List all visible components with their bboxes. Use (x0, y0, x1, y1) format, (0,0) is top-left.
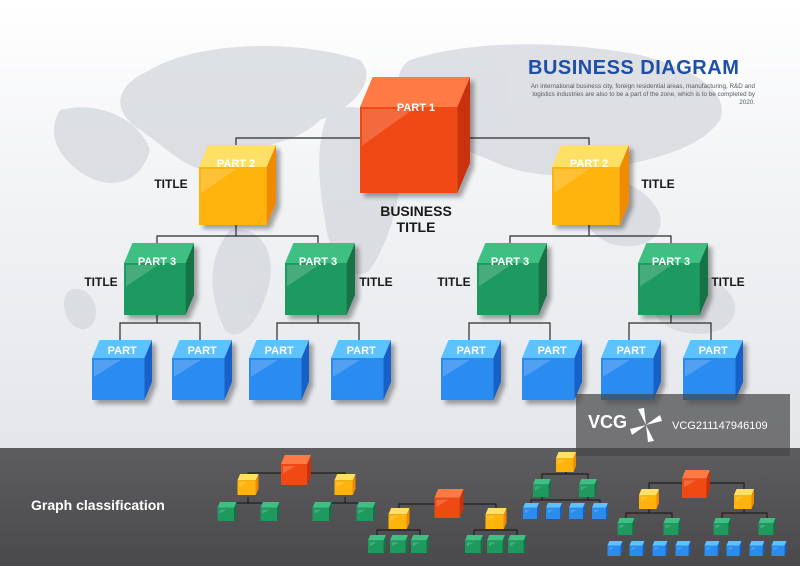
cube-part-3-0 (124, 243, 194, 315)
cube-part-4-label-2: PART (265, 345, 294, 357)
thumb4-l4-0 (607, 541, 623, 556)
thumb2-l3-4 (487, 535, 505, 553)
cube-part-2-label-0: PART 2 (217, 158, 255, 170)
diagram-description: An international business city, foreign … (530, 83, 755, 106)
thumb3-l3-2 (569, 503, 585, 519)
cube-part-4-4 (441, 340, 501, 400)
watermark-flower-icon (630, 408, 662, 442)
cube-part-2-label-1: PART 2 (570, 158, 608, 170)
cube-part-4-label-7: PART (699, 345, 728, 357)
cube-part-4-2 (249, 340, 309, 400)
cube-part-4-7 (683, 340, 743, 400)
side-title-level3-2: TITLE (437, 275, 470, 289)
thumb1-l3-1 (260, 502, 280, 521)
thumb1-l2-a (237, 474, 259, 495)
cube-part-4-3 (331, 340, 391, 400)
thumb2-root (434, 489, 464, 518)
cube-part-3-label-2: PART 3 (491, 256, 529, 268)
thumb4-root (682, 470, 710, 498)
cube-part-4-label-3: PART (347, 345, 376, 357)
thumb1-l3-2 (312, 502, 332, 521)
thumb4-l4-7 (771, 541, 787, 556)
cube-part-4-label-5: PART (538, 345, 567, 357)
side-title-level2-1: TITLE (641, 177, 674, 191)
thumb4-l4-6 (749, 541, 765, 556)
thumb4-l4-2 (652, 541, 668, 556)
cube-part-4-label-4: PART (457, 345, 486, 357)
cube-part-3-label-1: PART 3 (299, 256, 337, 268)
cube-part-3-label-0: PART 3 (138, 256, 176, 268)
thumb1-l3-0 (217, 502, 237, 521)
thumb2-l3-3 (465, 535, 483, 553)
cube-part-4-6 (601, 340, 661, 400)
cube-part-4-label-0: PART (108, 345, 137, 357)
cube-part-2-1 (552, 145, 629, 225)
watermark-logo: VCG (588, 412, 628, 432)
thumb3-root (556, 452, 576, 472)
thumb2-l3-0 (368, 535, 386, 553)
thumb4-l4-1 (629, 541, 645, 556)
cube-nodes: PART 1 PART 2 TITLE PART 2 TITLE PART 3 TITLE P… (84, 77, 745, 400)
thumb4-l3-1 (663, 518, 681, 535)
side-title-level3-1: TITLE (359, 275, 392, 289)
side-title-level3-3: TITLE (711, 275, 744, 289)
connector-level4-bracket-0 (119, 322, 201, 340)
org-chart-diagram: PART 1 PART 2 TITLE PART 2 TITLE PART 3 TITLE P… (84, 77, 745, 400)
connector-right-level3 (509, 235, 672, 243)
thumb2-l3-5 (508, 535, 526, 553)
connector-level4-bracket-1 (276, 322, 360, 340)
cube-part-4-label-1: PART (188, 345, 217, 357)
cube-part-3-3 (638, 243, 708, 315)
thumb4-l4-5 (726, 541, 742, 556)
cube-part-3-label-3: PART 3 (652, 256, 690, 268)
connector-left-level3 (156, 235, 319, 243)
thumb3-l3-3 (592, 503, 608, 519)
thumb4-l3-2 (713, 518, 731, 535)
side-title-level2-0: TITLE (154, 177, 187, 191)
diagram-heading: BUSINESS DIAGRAM (528, 57, 740, 79)
thumb4-l4-3 (675, 541, 691, 556)
thumb3-l2-a (533, 479, 551, 497)
cube-part-3-2 (477, 243, 547, 315)
thumb1-l2-b (334, 474, 356, 495)
watermark: VCG VCG211147946109 (576, 394, 790, 456)
connector-lines (119, 137, 712, 340)
cube-part-4-0 (92, 340, 152, 400)
thumb2-l2-a (388, 508, 410, 529)
thumb2-l3-2 (411, 535, 429, 553)
thumb4-l3-0 (617, 518, 635, 535)
connector-root-left (235, 137, 360, 145)
cube-part-1 (360, 77, 470, 193)
thumb3-l3-1 (546, 503, 562, 519)
thumb4-l2-b (734, 489, 754, 509)
cube-part-4-1 (172, 340, 232, 400)
cube-part-4-5 (522, 340, 582, 400)
connector-root-right (470, 137, 590, 145)
thumb4-l4-4 (704, 541, 720, 556)
thumb3-l3-0 (523, 503, 539, 519)
graph-classification-label: Graph classification (31, 497, 165, 513)
thumb4-l2-a (639, 489, 659, 509)
connector-level4-bracket-3 (628, 322, 712, 340)
connector-level4-bracket-2 (468, 322, 551, 340)
business-title-label: BUSINESS TITLE (380, 203, 452, 235)
cube-part-4-label-6: PART (617, 345, 646, 357)
thumb2-l2-b (485, 508, 507, 529)
cube-part-3-1 (285, 243, 355, 315)
thumb3-l2-b (579, 479, 597, 497)
thumb2-l3-1 (390, 535, 408, 553)
cube-part-2-0 (199, 145, 276, 225)
cube-part-1-label: PART 1 (397, 102, 435, 114)
thumb4-l3-3 (758, 518, 776, 535)
side-title-level3-0: TITLE (84, 275, 117, 289)
watermark-code: VCG211147946109 (672, 420, 768, 432)
thumb1-l3-3 (356, 502, 376, 521)
thumb1-root (281, 455, 311, 485)
